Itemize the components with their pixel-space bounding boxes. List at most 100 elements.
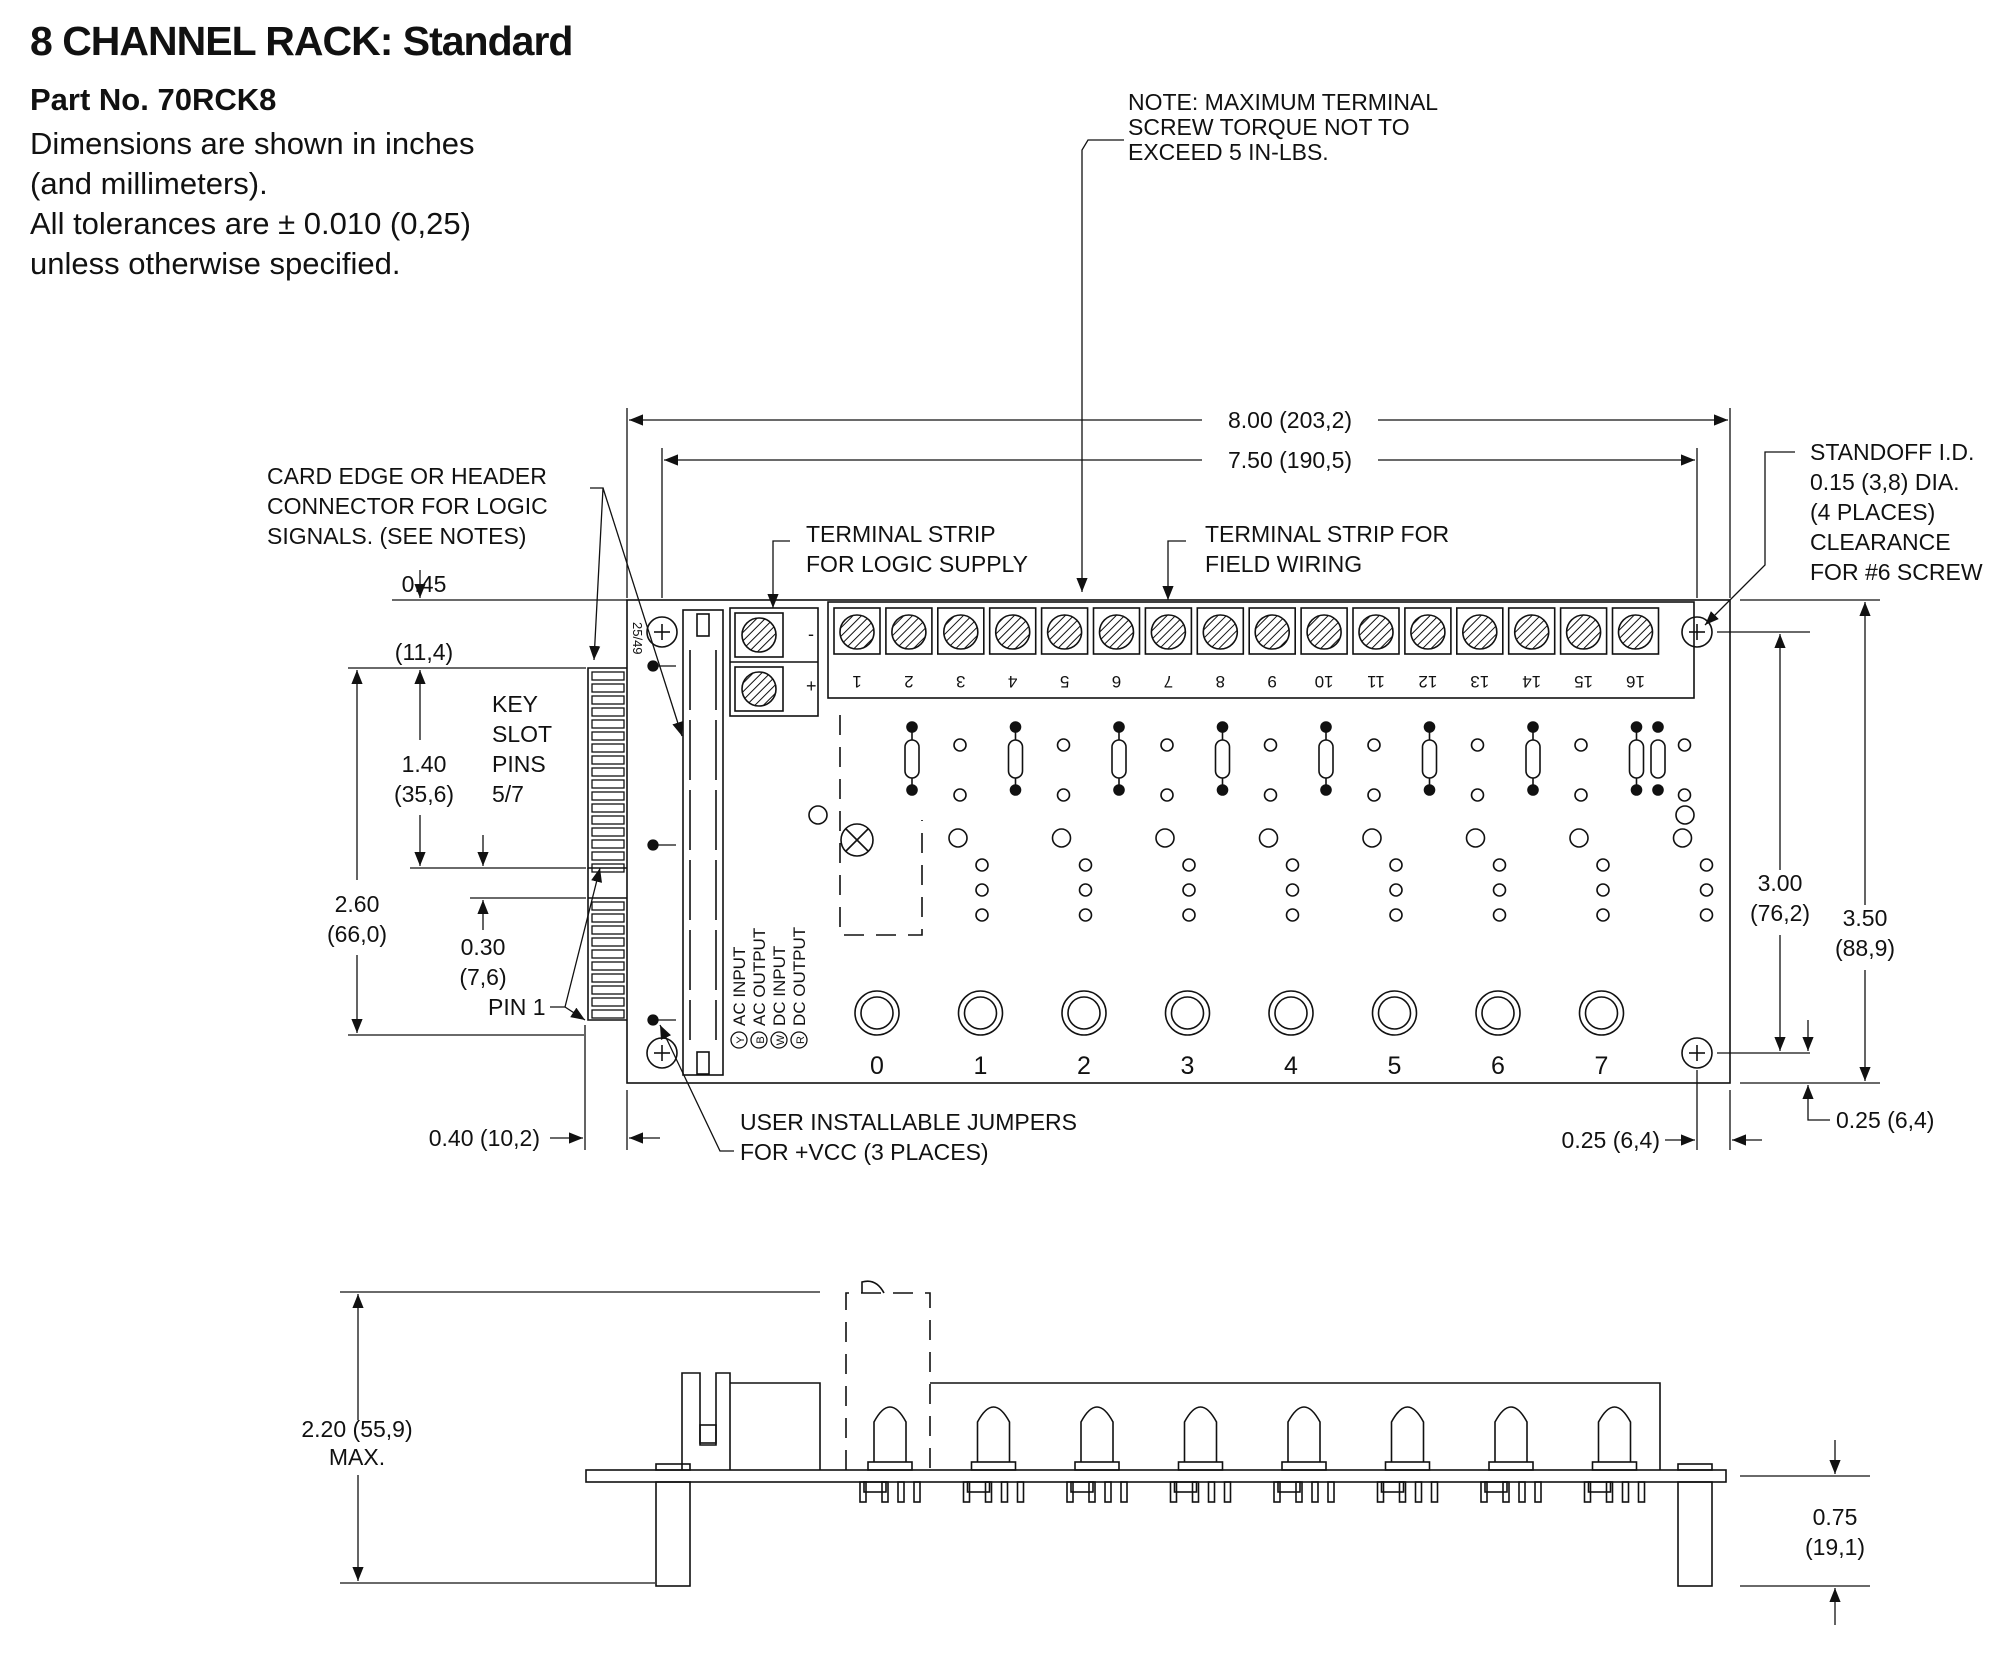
terminal-number: 7 bbox=[1164, 672, 1173, 691]
supply-minus: - bbox=[808, 624, 814, 644]
dim-board-drop: 0.75 bbox=[1813, 1504, 1858, 1530]
dim-width-holes: 7.50 (190,5) bbox=[1228, 447, 1352, 473]
module-type-item: R DC OUTPUT bbox=[790, 927, 809, 1049]
dim-key-width: 0.30 bbox=[461, 934, 506, 960]
terminal-number: 16 bbox=[1626, 672, 1645, 691]
spec-line: (and millimeters). bbox=[30, 166, 268, 201]
callout-pin1: PIN 1 bbox=[488, 994, 546, 1020]
callout-logic-supply: TERMINAL STRIP bbox=[806, 521, 996, 547]
dim-key-offset: 1.40 bbox=[402, 751, 447, 777]
svg-text:B: B bbox=[755, 1036, 767, 1043]
svg-text:AC INPUT: AC INPUT bbox=[730, 947, 749, 1026]
terminal-number: 13 bbox=[1470, 672, 1489, 691]
channel-number: 4 bbox=[1284, 1052, 1298, 1080]
terminal-number: 6 bbox=[1112, 672, 1121, 691]
module-type-item: W DC INPUT bbox=[770, 946, 789, 1049]
spec-line: unless otherwise specified. bbox=[30, 246, 401, 281]
dim-top-offset: 0.45 bbox=[402, 571, 447, 597]
module-type-item: B AC OUTPUT bbox=[750, 928, 769, 1049]
callout-field-wiring: FIELD WIRING bbox=[1205, 551, 1362, 577]
channel-number: 1 bbox=[974, 1052, 988, 1080]
dim-top-offset: (11,4) bbox=[395, 639, 453, 665]
callout-card-edge: SIGNALS. (SEE NOTES) bbox=[267, 523, 526, 549]
callout-standoff: CLEARANCE bbox=[1810, 529, 1951, 555]
dim-board-drop: (19,1) bbox=[1805, 1534, 1865, 1560]
callout-key-slot: PINS bbox=[492, 751, 546, 777]
spec-line: Dimensions are shown in inches bbox=[30, 126, 475, 161]
callout-logic-supply: FOR LOGIC SUPPLY bbox=[806, 551, 1028, 577]
dim-height-total: (88,9) bbox=[1835, 935, 1895, 961]
callout-standoff: STANDOFF I.D. bbox=[1810, 439, 1974, 465]
callout-key-slot: SLOT bbox=[492, 721, 552, 747]
terminal-number: 12 bbox=[1418, 672, 1437, 691]
connector-label: 25/49 bbox=[630, 622, 645, 655]
annotations: NOTE: MAXIMUM TERMINAL SCREW TORQUE NOT … bbox=[267, 89, 1983, 1560]
callout-card-edge: CONNECTOR FOR LOGIC bbox=[267, 493, 548, 519]
terminal-number: 8 bbox=[1216, 672, 1225, 691]
terminal-number: 9 bbox=[1267, 672, 1276, 691]
dim-height-total: 3.50 bbox=[1843, 905, 1888, 931]
callout-standoff: 0.15 (3,8) DIA. bbox=[1810, 469, 1960, 495]
terminal-number: 2 bbox=[904, 672, 913, 691]
dim-width-total: 8.00 (203,2) bbox=[1228, 407, 1352, 433]
dim-right-hole-offset: 0.25 (6,4) bbox=[1562, 1127, 1660, 1153]
channel-number: 0 bbox=[870, 1052, 884, 1080]
callout-jumpers: USER INSTALLABLE JUMPERS bbox=[740, 1109, 1077, 1135]
field-wiring-strip bbox=[827, 601, 1695, 699]
supply-plus: + bbox=[806, 676, 817, 696]
fuse-outline bbox=[839, 715, 923, 936]
side-leds bbox=[867, 1406, 1638, 1471]
terminal-number: 1 bbox=[852, 672, 861, 691]
terminal-number: 10 bbox=[1315, 672, 1334, 691]
callout-key-slot: 5/7 bbox=[492, 781, 524, 807]
channel-components bbox=[854, 721, 1714, 1036]
callout-card-edge: CARD EDGE OR HEADER bbox=[267, 463, 547, 489]
dim-hole-spacing: (76,2) bbox=[1750, 900, 1810, 926]
callout-field-wiring: TERMINAL STRIP FOR bbox=[1205, 521, 1449, 547]
note-line: SCREW TORQUE NOT TO bbox=[1128, 114, 1410, 140]
channel-number: 3 bbox=[1181, 1052, 1195, 1080]
terminal-number: 3 bbox=[956, 672, 965, 691]
terminal-number: 15 bbox=[1574, 672, 1593, 691]
svg-text:Y: Y bbox=[735, 1036, 747, 1044]
dim-hole-spacing: 3.00 bbox=[1758, 870, 1803, 896]
note-line: NOTE: MAXIMUM TERMINAL bbox=[1128, 89, 1438, 115]
fuse bbox=[840, 823, 874, 857]
dim-connector-len: (66,0) bbox=[327, 921, 387, 947]
svg-text:AC OUTPUT: AC OUTPUT bbox=[750, 928, 769, 1026]
channel-number: 6 bbox=[1491, 1052, 1505, 1080]
dimension-lines bbox=[340, 139, 1880, 1625]
dim-left-overhang: 0.40 (10,2) bbox=[429, 1125, 540, 1151]
dim-key-width: (7,6) bbox=[459, 964, 506, 990]
module-type-item: Y AC INPUT bbox=[730, 947, 749, 1049]
svg-text:W: W bbox=[775, 1034, 787, 1045]
terminal-number: 11 bbox=[1367, 672, 1385, 691]
terminal-number: 5 bbox=[1060, 672, 1069, 691]
card-edge-connector bbox=[587, 667, 627, 1021]
terminal-screws bbox=[833, 607, 1660, 655]
svg-text:DC OUTPUT: DC OUTPUT bbox=[790, 927, 809, 1026]
dim-height-max: MAX. bbox=[329, 1444, 385, 1470]
dim-key-offset: (35,6) bbox=[394, 781, 454, 807]
dim-height-max: 2.20 (55,9) bbox=[301, 1416, 412, 1442]
header-connector bbox=[682, 609, 724, 1076]
channel-number: 5 bbox=[1388, 1052, 1402, 1080]
spec-line: All tolerances are ± 0.010 (0,25) bbox=[30, 206, 471, 241]
board-outline bbox=[626, 599, 1731, 1084]
connector-fingers bbox=[591, 660, 676, 1026]
terminal-number: 14 bbox=[1522, 672, 1541, 691]
part-number: Part No. 70RCK8 bbox=[30, 82, 277, 117]
page-title: 8 CHANNEL RACK: Standard bbox=[30, 18, 573, 64]
side-pins bbox=[859, 1481, 1646, 1503]
svg-text:R: R bbox=[795, 1036, 807, 1044]
side-view bbox=[585, 1280, 1727, 1587]
svg-text:DC INPUT: DC INPUT bbox=[770, 946, 789, 1026]
dim-bottom-hole-offset: 0.25 (6,4) bbox=[1836, 1107, 1934, 1133]
dim-connector-len: 2.60 bbox=[335, 891, 380, 917]
callout-jumpers: FOR +VCC (3 PLACES) bbox=[740, 1139, 989, 1165]
note-line: EXCEED 5 IN-LBS. bbox=[1128, 139, 1329, 165]
spec-notes: Dimensions are shown in inches (and mill… bbox=[30, 124, 475, 284]
channel-number: 7 bbox=[1595, 1052, 1609, 1080]
